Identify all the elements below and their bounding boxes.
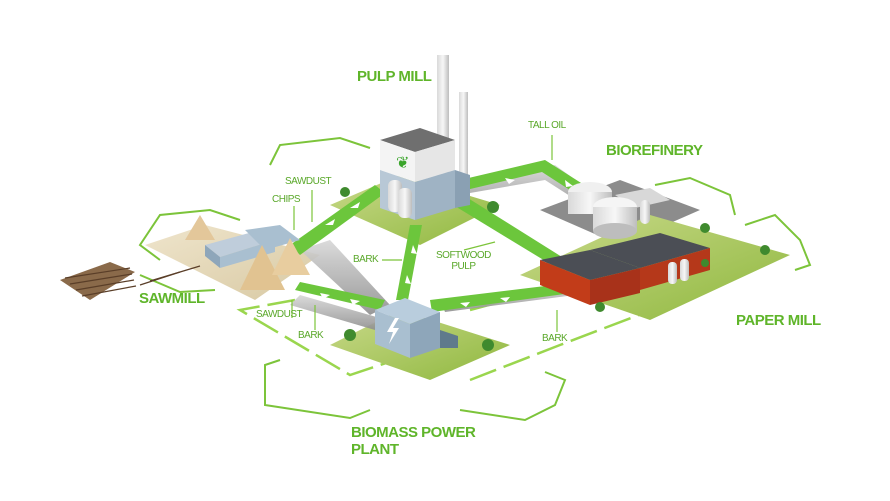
log-pile [60, 262, 201, 300]
trees [340, 187, 770, 351]
sawdust-pile-2 [240, 245, 285, 290]
sawdust-pile-3 [272, 238, 310, 275]
label-tall-oil: TALL OIL [528, 120, 566, 131]
sawdust-pile-1 [185, 215, 215, 240]
label-bark-left: BARK [298, 330, 324, 341]
label-biomass-line1: BIOMASS POWER [351, 424, 476, 441]
label-paper-mill: PAPER MILL [736, 312, 821, 329]
chimney-2 [459, 92, 468, 192]
flow-chips-to-pulp [290, 185, 385, 255]
label-sawmill: SAWMILL [139, 290, 205, 307]
label-sawdust-top: SAWDUST [285, 176, 332, 187]
label-chips: CHIPS [272, 194, 301, 205]
flow-bark-down [396, 225, 422, 300]
label-pulp-mill: PULP MILL [357, 68, 432, 85]
pulp-tank-2 [398, 188, 412, 218]
hex-outline-pulp [269, 136, 371, 166]
biorefinery-building [568, 182, 670, 239]
label-softwood-line1: SOFTWOOD [436, 250, 491, 261]
leader-lines [291, 135, 558, 332]
label-softwood-pulp: SOFTWOOD PULP [436, 250, 491, 272]
paper-mill-building [540, 233, 710, 305]
hex-outline-bio1 [654, 176, 736, 216]
label-biorefinery: BIOREFINERY [606, 142, 703, 159]
label-biomass-power-plant: BIOMASS POWER PLANT [351, 424, 476, 458]
label-bark-mid: BARK [353, 254, 379, 265]
label-bark-right: BARK [542, 333, 568, 344]
pulp-mill-building: ❦ [380, 55, 470, 220]
label-sawdust-bottom: SAWDUST [256, 309, 303, 320]
power-plant-building [375, 298, 458, 358]
hex-outline-bio2 [744, 213, 812, 271]
label-biomass-line2: PLANT [351, 441, 399, 458]
lion-emblem-icon: ❦ [396, 153, 409, 172]
flow-softwood-pulp [445, 190, 570, 270]
label-softwood-line2: PULP [451, 261, 476, 272]
hex-outline-bottom-right [459, 371, 567, 422]
lightning-bolt-icon [387, 318, 399, 344]
sawmill-building [185, 215, 310, 290]
flow-sawdust-to-power [295, 282, 385, 310]
hex-outline-sawmill [138, 208, 241, 261]
hex-outline-bottom-left [264, 359, 371, 420]
flow-arrowheads [320, 178, 573, 307]
